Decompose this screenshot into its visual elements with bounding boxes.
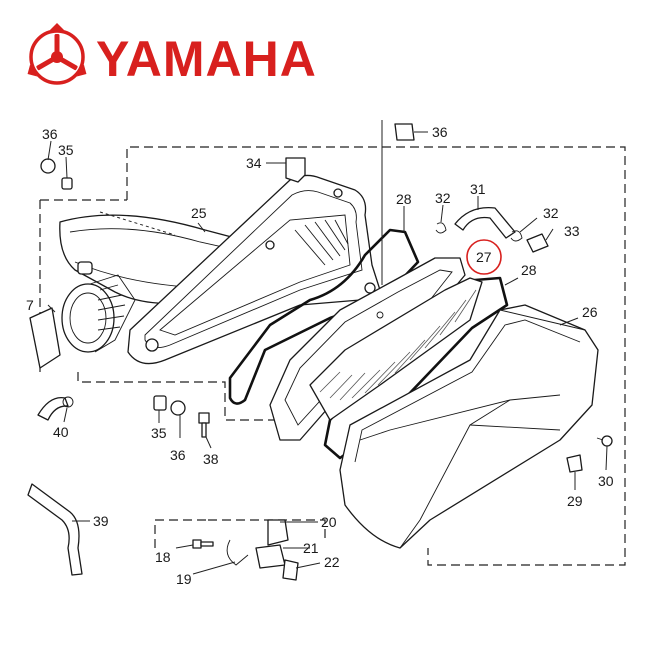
- callout-27: 27: [476, 249, 492, 265]
- callout-34: 34: [246, 155, 262, 171]
- callout-22: 22: [324, 554, 340, 570]
- drain-hose: [27, 483, 83, 576]
- callout-31: 31: [470, 181, 486, 197]
- air-filter-element: [309, 277, 483, 421]
- callout-38: 38: [203, 451, 219, 467]
- callout-36: 36: [42, 126, 58, 142]
- callout-25: 25: [191, 205, 207, 221]
- drain-hose-clamp: [37, 396, 69, 421]
- callout-36: 36: [432, 124, 448, 140]
- leader-lines: [47, 120, 608, 575]
- collar-top-left: [61, 177, 73, 190]
- callout-39: 39: [93, 513, 109, 529]
- clamp-ring: [62, 396, 74, 408]
- mounting-bolt: [198, 412, 210, 438]
- intake-temperature-sensor: [255, 519, 299, 581]
- callout-33: 33: [564, 223, 580, 239]
- tuning-fork-emblem-icon: [27, 23, 87, 85]
- callout-28: 28: [521, 262, 537, 278]
- mounting-bracket: [285, 157, 306, 183]
- callout-32: 32: [435, 190, 451, 206]
- sensor-screw: [192, 539, 214, 549]
- grommet-bottom: [170, 400, 186, 416]
- cover-screw: [596, 435, 613, 447]
- callout-35: 35: [58, 142, 74, 158]
- callout-20: 20: [321, 514, 337, 530]
- intake-joint: [29, 261, 136, 369]
- callout-28: 28: [396, 191, 412, 207]
- callout-32: 32: [543, 205, 559, 221]
- callout-36: 36: [170, 447, 186, 463]
- callout-21: 21: [303, 540, 319, 556]
- top-collar-nut: [394, 123, 415, 141]
- callout-7: 7: [26, 297, 34, 313]
- collar-bottom: [153, 395, 167, 411]
- air-cleaner-cover: [339, 304, 599, 549]
- callout-19: 19: [176, 571, 192, 587]
- callout-labels: 36 35 36 34 25 28 32 31 32 33 27 28 26 7…: [26, 124, 614, 587]
- grommet-top-left: [40, 158, 56, 174]
- breather-hose: [454, 206, 516, 239]
- cover-tab: [566, 454, 583, 473]
- brand-name: YAMAHA: [96, 31, 317, 87]
- air-cleaner-case: [29, 174, 381, 369]
- callout-29: 29: [567, 493, 583, 509]
- callout-40: 40: [53, 424, 69, 440]
- callout-18: 18: [155, 549, 171, 565]
- sensor-clip: [226, 539, 249, 566]
- hose-clip-right: [510, 230, 523, 242]
- yamaha-logo: YAMAHA: [27, 23, 317, 87]
- callout-35: 35: [151, 425, 167, 441]
- assembly-boundaries: [39, 146, 626, 566]
- case-gasket-left: [228, 228, 420, 405]
- hose-clip-left: [435, 222, 447, 234]
- drain-plug: [526, 233, 549, 253]
- highlight-circle: [466, 239, 502, 275]
- callout-26: 26: [582, 304, 598, 320]
- callout-30: 30: [598, 473, 614, 489]
